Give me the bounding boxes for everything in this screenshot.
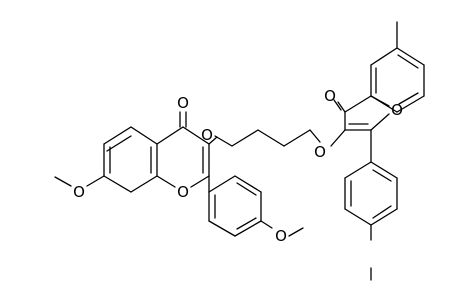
left-chromone-benzo-ring bbox=[103, 126, 158, 193]
right-chromone-pyranone-ring bbox=[330, 64, 390, 147]
left-methoxyphenyl-ring bbox=[208, 175, 304, 237]
butylene-linker bbox=[214, 129, 321, 147]
right-carbonyl-oxygen-label: O bbox=[324, 87, 336, 105]
right-chromone-benzo-ring bbox=[370, 21, 425, 113]
left-ether-oxygen-label: O bbox=[201, 126, 213, 144]
left-ether-link bbox=[208, 136, 218, 145]
left-ring-oxygen-label: O bbox=[177, 183, 189, 201]
right-ether-oxygen-label: O bbox=[314, 143, 326, 161]
left-para-methoxy-oxygen-label: O bbox=[275, 227, 287, 245]
right-methoxyphenyl-ring bbox=[344, 129, 398, 281]
left-carbonyl-oxygen-label: O bbox=[177, 94, 189, 112]
left-chromone-pyranone-ring bbox=[156, 111, 210, 188]
left-7-methoxy-group bbox=[54, 175, 105, 187]
right-ring-oxygen-label: O bbox=[391, 101, 403, 119]
left-7-methoxy-oxygen-label: O bbox=[73, 183, 85, 201]
